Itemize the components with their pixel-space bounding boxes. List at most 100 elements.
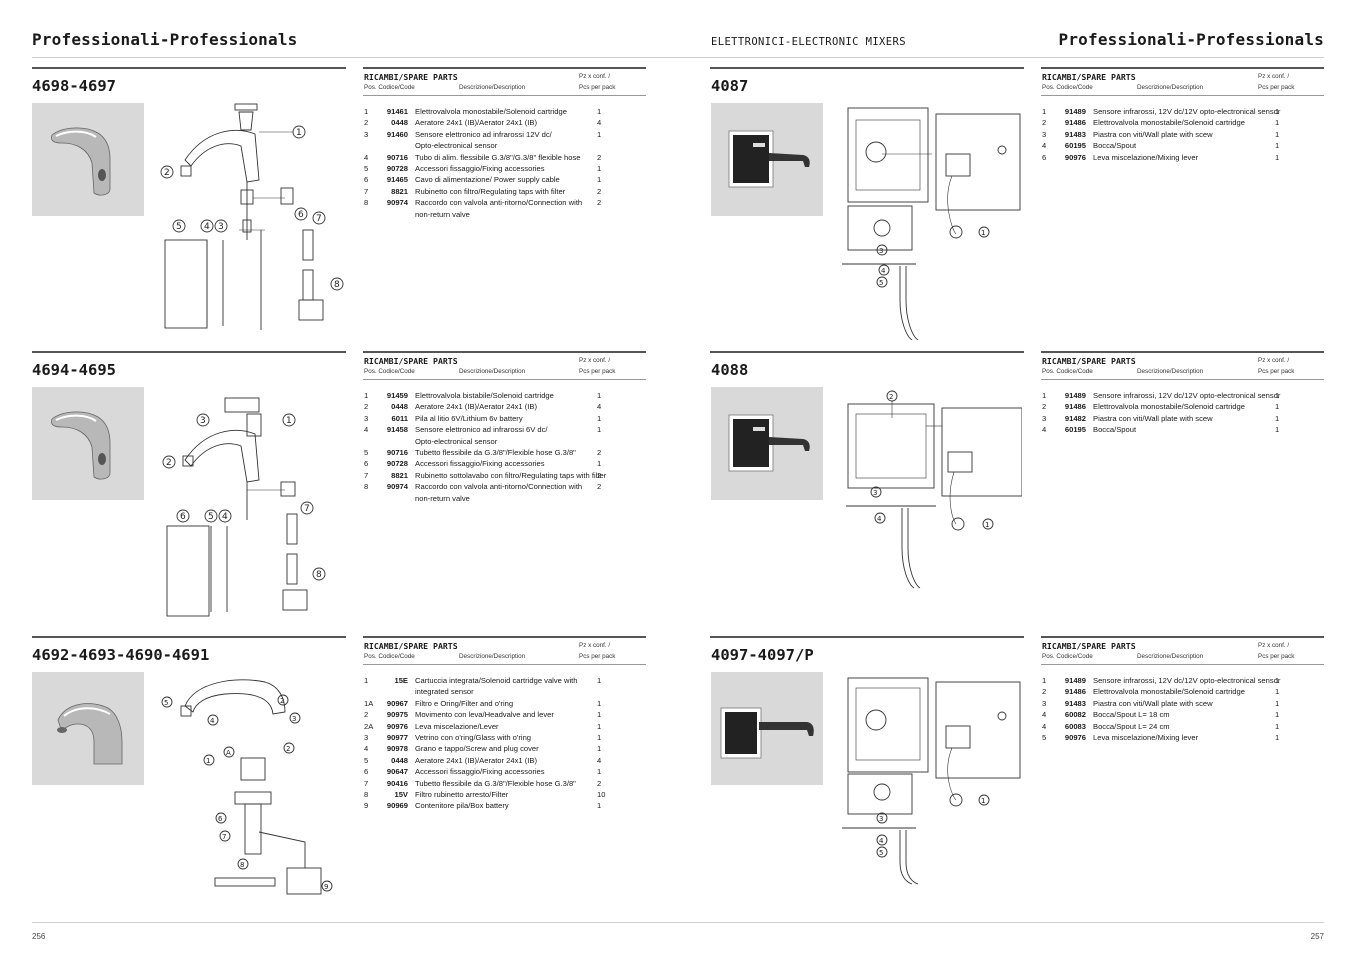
svg-text:A: A [226,749,231,757]
part-description: Rubinetto con filtro/Regulating taps wit… [415,186,566,196]
col-pos-code: Pos. Codice/Code [364,84,415,91]
model-title: 4692-4693-4690-4691 [32,646,210,664]
svg-text:1: 1 [981,229,985,237]
part-position: 3 [364,413,369,423]
part-quantity: 1 [597,425,602,435]
part-code: 8821 [391,470,408,480]
product-photo [32,387,144,500]
part-code: 91461 [386,107,408,116]
model-title: 4087 [711,77,749,95]
part-description: Sensore infrarossi, 12V dc/12V opto-elec… [1093,676,1281,685]
exploded-diagram: 1 3 4 5 [842,672,1022,891]
part-code: 91486 [1064,687,1086,697]
part-position: 4 [1042,710,1047,720]
part-quantity: 1 [1275,107,1280,116]
part-quantity: 1 [597,391,602,400]
part-code: 91489 [1064,676,1086,685]
part-position: 3 [1042,129,1047,139]
part-quantity: 1 [1275,425,1280,435]
svg-text:1: 1 [206,757,210,765]
part-position: 1 [364,391,369,400]
part-code: 90975 [386,710,408,720]
product-photo [32,672,144,785]
svg-text:3: 3 [879,247,883,255]
part-description: Elettrovalvola monostabile/Solenoid cart… [1093,402,1245,412]
brand-header-left: Professionali-Professionals [32,30,298,49]
svg-text:3: 3 [200,416,206,426]
part-position: 1 [364,107,369,116]
part-code: 90728 [386,164,408,173]
part-position: 2 [364,710,369,720]
part-position: 8 [364,790,369,799]
part-position: 5 [364,448,369,457]
part-description: Leva miscelazione/Mixing lever [1093,152,1199,162]
svg-text:2: 2 [166,458,172,468]
part-position: 5 [364,164,369,173]
exploded-diagram: 1 2 5 4 3 6 7 8 [155,100,345,335]
part-quantity: 1 [597,801,602,811]
part-quantity: 1 [597,721,602,731]
part-quantity: 1 [1275,129,1280,139]
part-quantity: 1 [597,767,602,777]
part-description: Sensore infrarossi, 12V dc/12V opto-elec… [1093,391,1281,400]
part-description: Contenitore pila/Box battery [415,801,509,811]
part-code: 91460 [386,129,408,139]
part-description: Leva miscelazione/Lever [415,721,499,731]
part-quantity: 4 [597,118,602,128]
part-quantity: 2 [597,482,602,492]
part-quantity: 1 [597,459,602,469]
part-code: 90976 [1064,152,1086,162]
part-code: 90974 [386,482,408,492]
part-code: 91458 [386,425,408,435]
svg-text:7: 7 [316,214,322,224]
part-quantity: 1 [1275,710,1280,720]
part-quantity: 1 [1275,698,1280,708]
part-quantity: 2 [597,778,602,788]
part-code: 90967 [386,698,408,708]
col-pcs-per-pack: Pcs per pack [579,84,616,91]
part-description: Piastra con viti/Wall plate with scew [1093,129,1213,139]
svg-text:5: 5 [164,699,168,707]
svg-text:2: 2 [286,745,290,753]
svg-text:4: 4 [879,837,884,845]
part-description: Bocca/Spout L= 24 cm [1093,721,1170,731]
part-quantity: 1 [597,413,602,423]
part-position: 1A [364,698,374,708]
brand-header-right: Professionali-Professionals [1058,30,1324,49]
svg-text:2: 2 [889,393,893,401]
part-quantity: 1 [597,107,602,116]
part-description: Accessori fissaggio/Fixing accessories [415,767,545,777]
part-quantity: 4 [597,755,602,765]
part-description: Sensore elettronico ad infrarossi 12V dc… [415,129,552,139]
product-photo [32,103,144,216]
spare-parts-title: RICAMBI/SPARE PARTS [364,356,458,366]
part-position: 6 [1042,152,1047,162]
part-quantity: 1 [597,698,602,708]
part-position: 4 [1042,721,1047,731]
svg-text:9: 9 [324,883,328,891]
part-description: Elettrovalvola bistabile/Solenoid cartri… [415,391,554,400]
part-code: 91459 [386,391,408,400]
part-description: non-return valve [415,493,470,503]
part-description: integrated sensor [415,687,474,697]
part-code: 90716 [386,448,408,457]
spare-parts-title: RICAMBI/SPARE PARTS [1042,72,1136,82]
part-description: Sensore infrarossi, 12V dc/12V opto-elec… [1093,107,1281,116]
part-position: 7 [364,470,369,480]
part-code: 90977 [386,733,408,742]
part-quantity: 1 [1275,733,1280,742]
svg-text:4: 4 [204,222,210,232]
exploded-diagram: 1 3 4 5 [842,100,1022,345]
part-code: 0448 [391,118,408,128]
part-code: 0448 [391,755,408,765]
part-position: 2 [364,118,369,128]
part-quantity: 1 [1275,413,1280,423]
product-photo [711,103,823,216]
part-position: 4 [1042,425,1047,435]
part-description: Bocca/Spout [1093,141,1137,151]
part-description: Bocca/Spout [1093,425,1137,435]
part-position: 1 [1042,391,1047,400]
product-photo [711,672,823,785]
svg-text:8: 8 [240,861,244,869]
col-description: Descrizione/Description [459,84,526,91]
